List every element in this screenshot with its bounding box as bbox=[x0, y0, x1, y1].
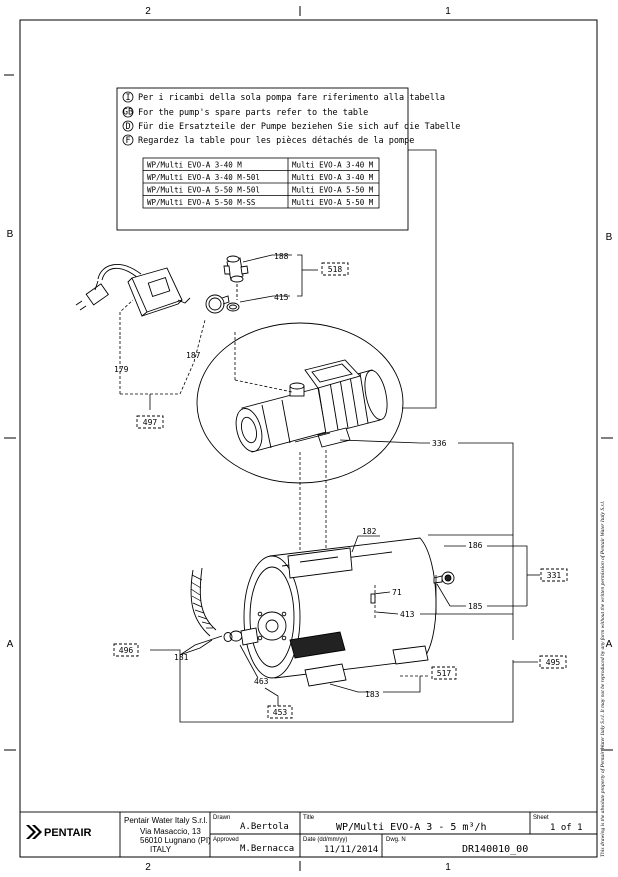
table-link-line bbox=[402, 149, 437, 409]
callout-453: 453 bbox=[273, 708, 288, 717]
leader-lines-middle bbox=[234, 330, 514, 640]
company-name: Pentair Water Italy S.r.l. bbox=[124, 816, 208, 825]
note-english: GB For the pump's spare parts refer to t… bbox=[122, 106, 368, 118]
tank-drawing bbox=[223, 537, 455, 687]
date-value: 11/11/2014 bbox=[324, 845, 378, 855]
dwg-label: Dwg. N bbox=[386, 837, 406, 843]
drawn-value: A.Bertola bbox=[240, 822, 289, 832]
callout-496-box bbox=[113, 643, 139, 657]
callout-181: 181 bbox=[174, 653, 189, 662]
zone-left-a: A bbox=[7, 639, 14, 650]
language-badge bbox=[122, 134, 134, 146]
callout-517-box bbox=[431, 666, 457, 680]
language-badge bbox=[122, 91, 134, 103]
zone-bottom-2: 2 bbox=[145, 862, 151, 873]
language-badge bbox=[122, 106, 134, 118]
notes-box bbox=[116, 87, 409, 231]
braided-hose-drawing bbox=[190, 567, 217, 637]
callout-182: 182 bbox=[362, 527, 377, 536]
callout-495: 495 bbox=[546, 658, 561, 667]
note-italian: I Per i ricambi della sola pompa fare ri… bbox=[122, 91, 445, 103]
zone-bottom-1: 1 bbox=[445, 862, 451, 873]
fittings-drawing bbox=[205, 255, 249, 314]
company-city: 56010 Lugnano (PI) bbox=[140, 836, 211, 845]
table-cell: WP/Multi EVO-A 5-50 M-SS bbox=[147, 198, 256, 207]
pentair-logo: PENTAIR bbox=[26, 825, 92, 839]
zone-left-b: B bbox=[7, 229, 14, 240]
callout-453-box bbox=[267, 705, 293, 719]
copyright-notice: This drawing is the absolute property of… bbox=[599, 501, 606, 857]
callout-331: 331 bbox=[547, 571, 562, 580]
dwg-value: DR140010_00 bbox=[462, 844, 528, 855]
drawn-label: Drawn bbox=[213, 815, 230, 821]
note-text: Per i ricambi della sola pompa fare rife… bbox=[138, 93, 445, 103]
date-label: Date (dd/mm/yy) bbox=[303, 837, 347, 843]
zone-top-2: 2 bbox=[145, 6, 151, 17]
approved-label: Approved bbox=[213, 837, 239, 843]
leader-lines-upper bbox=[119, 254, 318, 410]
callout-187: 187 bbox=[186, 351, 201, 360]
callout-463: 463 bbox=[254, 677, 269, 686]
callout-331-box bbox=[540, 568, 568, 582]
frame-ticks bbox=[4, 6, 613, 871]
sheet-value: 1 of 1 bbox=[550, 823, 583, 833]
callout-71: 71 bbox=[392, 588, 402, 597]
zone-top-1: 1 bbox=[445, 6, 451, 17]
callout-413: 413 bbox=[400, 610, 415, 619]
zone-right-a: A bbox=[606, 639, 613, 650]
note-text: For the pump's spare parts refer to the … bbox=[138, 108, 368, 118]
company-address: Via Masaccio, 13 bbox=[140, 827, 201, 836]
callout-517: 517 bbox=[437, 669, 452, 678]
logo-wordmark: PENTAIR bbox=[44, 827, 92, 839]
company-country: ITALY bbox=[150, 845, 172, 854]
callout-518-box bbox=[321, 262, 349, 276]
callout-185: 185 bbox=[468, 602, 483, 611]
note-french: F Regardez la table pour les pièces déta… bbox=[122, 134, 414, 146]
approved-value: M.Bernacca bbox=[240, 844, 294, 854]
power-cable-plug-drawing bbox=[75, 264, 191, 317]
note-text: Für die Ersatzteile der Pumpe beziehen S… bbox=[138, 122, 460, 132]
zone-right-b: B bbox=[606, 232, 613, 243]
table-cell: Multi EVO-A 5-50 M bbox=[292, 198, 374, 207]
table-cell: WP/Multi EVO-A 3-40 M bbox=[147, 161, 242, 170]
title-value: WP/Multi EVO-A 3 - 5 m³/h bbox=[336, 822, 487, 833]
spare-parts-table bbox=[142, 157, 380, 209]
title-block bbox=[19, 811, 598, 858]
leader-lines-lower bbox=[150, 534, 540, 723]
language-badge bbox=[122, 120, 134, 132]
table-rows: WP/Multi EVO-A 3-40 M Multi EVO-A 3-40 M… bbox=[147, 161, 374, 208]
table-cell: Multi EVO-A 3-40 M bbox=[292, 161, 374, 170]
table-cell: WP/Multi EVO-A 3-40 M-50l bbox=[147, 173, 260, 182]
callout-496: 496 bbox=[119, 646, 134, 655]
callout-179: 179 bbox=[114, 365, 129, 374]
callout-186: 186 bbox=[468, 541, 483, 550]
note-text: Regardez la table pour les pièces détach… bbox=[138, 135, 414, 146]
language-code: D bbox=[125, 122, 130, 132]
callout-495-box bbox=[539, 655, 567, 669]
callout-497: 497 bbox=[143, 418, 158, 427]
title-label: Title bbox=[303, 815, 315, 821]
table-cell: WP/Multi EVO-A 5-50 M-50l bbox=[147, 186, 260, 195]
callout-188: 188 bbox=[274, 252, 289, 261]
note-german: D Für die Ersatzteile der Pumpe beziehen… bbox=[122, 120, 460, 132]
language-code: F bbox=[125, 136, 130, 146]
table-cell: Multi EVO-A 3-40 M bbox=[292, 173, 374, 182]
sheet-label: Sheet bbox=[533, 815, 549, 821]
callout-336: 336 bbox=[432, 439, 447, 448]
note-lines: I Per i ricambi della sola pompa fare ri… bbox=[122, 91, 460, 146]
callout-415: 415 bbox=[274, 293, 289, 302]
callout-497-box bbox=[136, 415, 164, 429]
table-cell: Multi EVO-A 5-50 M bbox=[292, 186, 374, 195]
pump-drawing bbox=[235, 359, 388, 453]
language-code: GB bbox=[123, 108, 133, 118]
callout-183: 183 bbox=[365, 690, 380, 699]
callout-518: 518 bbox=[328, 265, 343, 274]
language-code: I bbox=[125, 93, 130, 103]
